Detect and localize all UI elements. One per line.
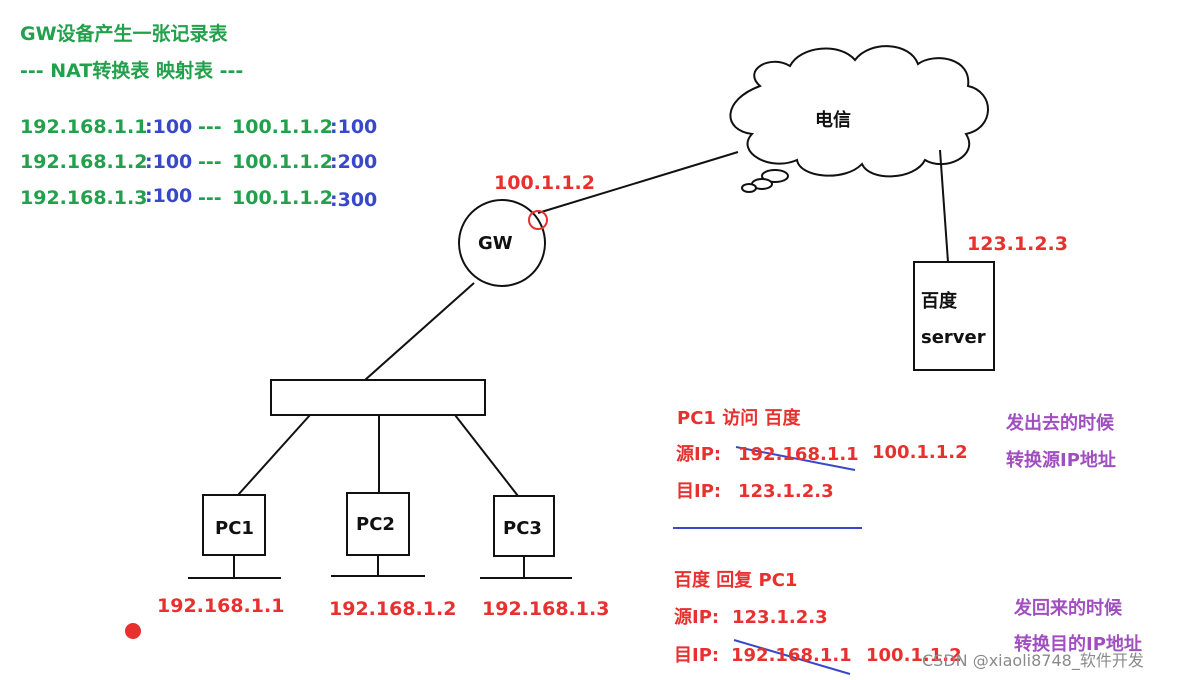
nat-separator: --- bbox=[198, 151, 222, 173]
link-gw-cloud bbox=[537, 151, 739, 214]
inbound-src-label: 源IP: bbox=[674, 607, 720, 628]
pc3-ip-label: 192.168.1.3 bbox=[482, 598, 610, 620]
nat-public-port: :300 bbox=[330, 189, 378, 211]
link-cloud-server bbox=[939, 149, 949, 263]
nat-private-ip: 192.168.1.1 bbox=[20, 116, 148, 138]
outbound-dst-label: 目IP: bbox=[676, 481, 722, 502]
switch bbox=[270, 379, 486, 416]
baidu-server bbox=[913, 261, 995, 371]
pc3-box bbox=[493, 495, 555, 557]
nat-private-ip: 192.168.1.3 bbox=[20, 187, 148, 209]
server-label-name: 百度 bbox=[921, 291, 957, 312]
gw-ip-label: 100.1.1.2 bbox=[494, 172, 595, 194]
pc2-ip-label: 192.168.1.2 bbox=[329, 598, 457, 620]
nat-private-ip: 192.168.1.2 bbox=[20, 151, 148, 173]
nat-separator: --- bbox=[198, 187, 222, 209]
outbound-note-line1: 发出去的时候 bbox=[1006, 413, 1114, 434]
nat-public-port: :200 bbox=[330, 151, 378, 173]
link-switch-pc1 bbox=[237, 414, 311, 496]
strike-src-old bbox=[735, 446, 856, 471]
inbound-dst-new-ip: 100.1.1.2 bbox=[866, 645, 962, 666]
pc3-label: PC3 bbox=[503, 518, 542, 539]
server-label-type: server bbox=[921, 327, 986, 348]
outbound-note-line2: 转换源IP地址 bbox=[1006, 450, 1116, 471]
outbound-src-new-ip: 100.1.1.2 bbox=[872, 442, 968, 463]
inbound-dst-label: 目IP: bbox=[674, 645, 720, 666]
nat-separator: --- bbox=[198, 116, 222, 138]
inbound-note-line2: 转换目的IP地址 bbox=[1014, 634, 1142, 655]
server-ip-label: 123.1.2.3 bbox=[967, 233, 1068, 255]
inbound-heading: 百度 回复 PC1 bbox=[674, 570, 798, 591]
outbound-dst-ip: 123.1.2.3 bbox=[738, 481, 834, 502]
pc1-label: PC1 bbox=[215, 518, 254, 539]
link-switch-pc3 bbox=[454, 414, 519, 497]
cloud-label: 电信 bbox=[815, 110, 851, 131]
watermark: CSDN @xiaoli8748_软件开发 bbox=[922, 651, 1144, 670]
gateway-router bbox=[458, 199, 546, 287]
header-title: GW设备产生一张记录表 bbox=[20, 23, 228, 45]
cloud-bubble-large bbox=[761, 169, 789, 183]
header-subtitle: --- NAT转换表 映射表 --- bbox=[20, 60, 244, 82]
nat-public-port: :100 bbox=[330, 116, 378, 138]
inbound-src-ip: 123.1.2.3 bbox=[732, 607, 828, 628]
cloud-bubble-small bbox=[741, 183, 757, 193]
red-dot-marker bbox=[125, 623, 141, 639]
nat-private-port: :100 bbox=[145, 116, 193, 138]
nat-public-ip: 100.1.1.2 bbox=[232, 116, 333, 138]
outbound-heading: PC1 访问 百度 bbox=[677, 408, 801, 429]
inbound-note-line1: 发回来的时候 bbox=[1014, 598, 1122, 619]
outbound-src-label: 源IP: bbox=[676, 444, 722, 465]
nat-public-ip: 100.1.1.2 bbox=[232, 187, 333, 209]
nat-private-port: :100 bbox=[145, 151, 193, 173]
inbound-dst-old-ip: 192.168.1.1 bbox=[731, 645, 852, 666]
nat-public-ip: 100.1.1.2 bbox=[232, 151, 333, 173]
strike-dst-old bbox=[733, 639, 851, 675]
pc2-label: PC2 bbox=[356, 514, 395, 535]
pc1-ip-label: 192.168.1.1 bbox=[157, 595, 285, 617]
outbound-src-old-ip: 192.168.1.1 bbox=[738, 444, 859, 465]
nat-private-port: :100 bbox=[145, 185, 193, 207]
gw-label: GW bbox=[478, 233, 513, 254]
telecom-cloud-icon bbox=[729, 45, 989, 178]
link-gw-switch bbox=[364, 282, 475, 381]
gateway-port-marker bbox=[528, 210, 548, 230]
